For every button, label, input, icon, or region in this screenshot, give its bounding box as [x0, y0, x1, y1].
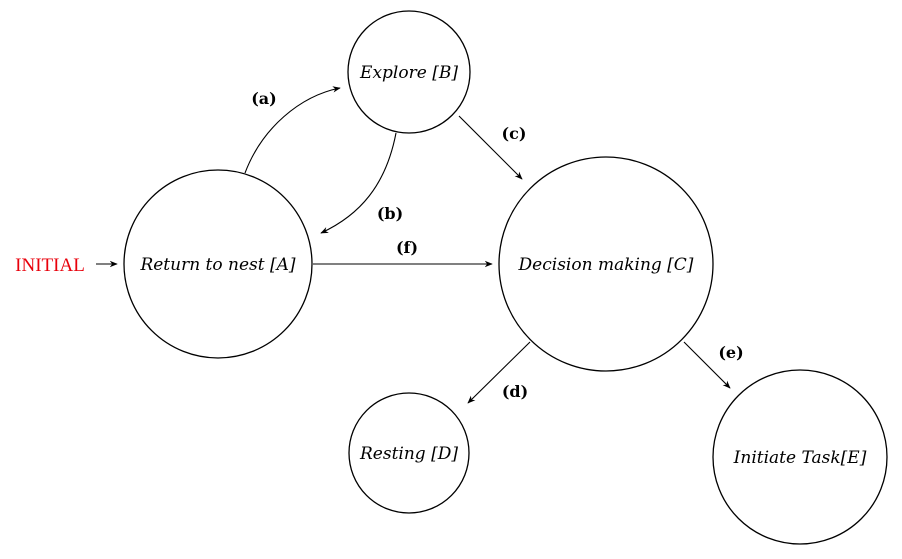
node-label-a: Return to nest [A] [139, 255, 295, 275]
edge-c-arrow [458, 115, 523, 180]
edge-label-d: (d) [502, 382, 528, 401]
node-label-e: Initiate Task[E] [733, 448, 867, 468]
edge-label-b: (b) [377, 204, 403, 223]
edge-label-e: (e) [718, 343, 743, 362]
node-resting: Resting [D] [348, 392, 470, 514]
edge-label-a: (a) [251, 89, 277, 108]
edge-a-arrow [244, 86, 341, 174]
node-decision-making: Decision making [C] [498, 156, 714, 372]
node-label-d: Resting [D] [359, 444, 458, 464]
edge-label-f: (f) [396, 238, 418, 257]
initial-label: INITIAL [15, 255, 85, 276]
node-explore: Explore [B] [347, 10, 471, 134]
edge-b-arrow [320, 132, 397, 234]
edge-label-c: (c) [502, 124, 527, 143]
node-label-b: Explore [B] [359, 63, 458, 83]
node-label-c: Decision making [C] [518, 255, 694, 275]
edge-d-arrow [467, 341, 531, 404]
node-return-to-nest: Return to nest [A] [123, 169, 313, 359]
edge-e-arrow [683, 341, 731, 389]
node-initiate-task: Initiate Task[E] [712, 369, 888, 545]
